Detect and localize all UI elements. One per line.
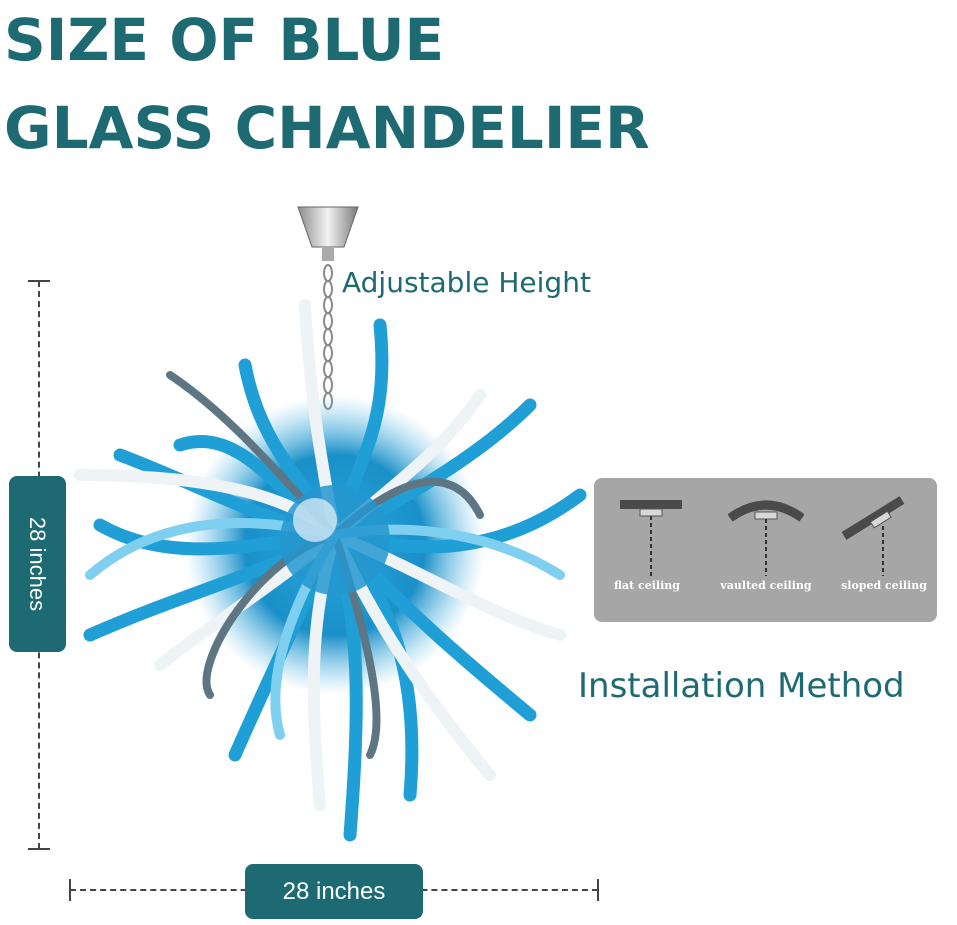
title-line-2: GLASS CHANDELIER: [4, 94, 650, 162]
flat-ceiling-label: flat ceiling: [614, 579, 680, 592]
adjustable-height-label: Adjustable Height: [342, 266, 591, 299]
installation-panel: flat ceiling vaulted ceiling sloped ceil…: [594, 478, 937, 622]
width-badge: 28 inches: [245, 864, 423, 919]
installation-method-label: Installation Method: [578, 666, 905, 706]
height-badge: [9, 476, 66, 652]
vaulted-ceiling-icon: [728, 500, 804, 576]
width-dimension-cap-right: [597, 879, 599, 901]
vaulted-ceiling-label: vaulted ceiling: [720, 579, 812, 592]
height-dimension-cap-bottom: [28, 848, 50, 850]
flat-ceiling-icon: [620, 500, 682, 576]
width-dimension-cap-left: [69, 879, 71, 901]
chandelier-image: [74, 206, 587, 842]
title-line-1: SIZE OF BLUE: [4, 6, 445, 74]
sloped-ceiling-icon: [841, 496, 905, 576]
page-title: SIZE OF BLUE GLASS CHANDELIER: [4, 0, 650, 172]
sloped-ceiling-label: sloped ceiling: [841, 579, 927, 592]
height-value: 28 inches: [25, 516, 50, 612]
height-dimension-cap-top: [28, 280, 50, 282]
width-value: 28 inches: [282, 877, 386, 905]
